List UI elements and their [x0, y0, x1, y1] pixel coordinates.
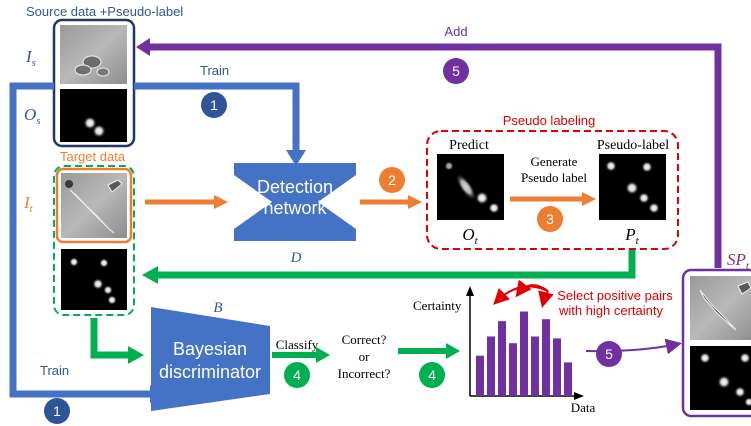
histogram-bars	[476, 311, 572, 396]
step-5-mid-badge: 5	[596, 341, 622, 367]
target-to-detection-arrow	[145, 195, 228, 209]
histogram-y-label: Certainty	[413, 298, 462, 313]
step-3-badge: 3	[537, 206, 563, 232]
train-top-label: Train	[200, 63, 229, 78]
target-input-label: It	[23, 193, 34, 215]
discriminator-shape	[151, 307, 270, 411]
source-output-label: Os	[24, 105, 41, 127]
detection-symbol: D	[290, 250, 302, 266]
target-input-frame	[55, 167, 133, 244]
train-bottom-label: Train	[40, 363, 69, 378]
svg-text:2: 2	[388, 172, 396, 188]
discriminator-label-line2: discriminator	[159, 362, 261, 382]
discriminator-symbol: B	[213, 300, 222, 316]
target-title: Target data	[60, 149, 126, 164]
target-to-discriminator-arrow	[90, 318, 144, 364]
annotation-line1: Select positive pairs	[557, 288, 673, 303]
histogram-bar	[487, 336, 495, 396]
predict-label: Predict	[449, 138, 489, 153]
pseudo-label-image	[599, 154, 666, 220]
histogram-bar	[553, 338, 561, 396]
detection-label-line2: network	[263, 198, 327, 218]
classify-label: Classify	[276, 337, 319, 352]
svg-text:1: 1	[210, 97, 218, 113]
prediction-symbol: Ot	[462, 225, 478, 247]
histogram-bar	[542, 319, 550, 396]
detection-to-pseudo-arrow	[360, 195, 422, 209]
question-incorrect: Incorrect?	[338, 366, 391, 381]
svg-text:5: 5	[452, 63, 460, 79]
pseudo-symbol: Pt	[624, 225, 639, 247]
svg-text:4: 4	[428, 367, 436, 383]
histogram-bar	[509, 343, 517, 396]
histogram-bar	[564, 362, 572, 396]
pseudo-title: Pseudo labeling	[503, 113, 596, 128]
step-4-classify-badge: 4	[284, 362, 310, 388]
histogram-x-arrowhead	[574, 392, 584, 400]
generate-label-line2: Pseudo label	[521, 170, 587, 185]
target-output-image	[61, 249, 127, 310]
classify-arrow	[272, 347, 330, 363]
pseudo-label-heading: Pseudo-label	[597, 138, 669, 153]
question-or: or	[359, 349, 371, 364]
source-output-image	[60, 89, 127, 142]
svg-text:5: 5	[605, 346, 613, 362]
train-top-arrow	[134, 82, 306, 166]
histogram-y-arrowhead	[466, 286, 474, 296]
target-input-image	[61, 173, 127, 238]
detection-label-line1: Detection	[257, 177, 333, 197]
prediction-image	[437, 154, 504, 220]
selected-output-image	[690, 346, 751, 410]
source-input-label: Is	[25, 47, 36, 69]
source-input-image	[60, 25, 127, 84]
pseudo-to-target-arrow	[142, 250, 636, 284]
annotation-arrows	[493, 279, 554, 308]
annotation-line2: with high certainty	[558, 303, 664, 318]
svg-text:4: 4	[293, 367, 301, 383]
svg-text:1: 1	[53, 403, 61, 419]
selected-input-image	[690, 276, 751, 340]
step-1-top-badge: 1	[201, 92, 227, 118]
histogram-bar	[498, 321, 506, 396]
pseudo-frame	[426, 130, 679, 250]
histogram-x-label: Data	[571, 400, 596, 415]
step-2-badge: 2	[379, 167, 405, 193]
to-histogram-arrow	[398, 343, 460, 359]
histogram-bar	[531, 336, 539, 396]
discriminator-label-line1: Bayesian	[173, 339, 247, 359]
add-label: Add	[444, 24, 467, 39]
histogram-bar	[476, 355, 484, 396]
svg-text:3: 3	[546, 211, 554, 227]
generate-arrow	[510, 192, 596, 206]
generate-label-line1: Generate	[531, 154, 578, 169]
selected-frame	[681, 268, 751, 418]
step-4-data-badge: 4	[419, 362, 445, 388]
histogram-bar	[520, 311, 528, 396]
step-1-bottom-badge: 1	[44, 398, 70, 424]
selected-symbol: SPt	[727, 250, 750, 272]
step-5-top-badge: 5	[443, 58, 469, 84]
question-correct: Correct?	[342, 332, 387, 347]
source-title: Source data +Pseudo-label	[26, 4, 183, 19]
detection-network-shape	[234, 163, 356, 241]
add-arrow	[136, 38, 722, 268]
